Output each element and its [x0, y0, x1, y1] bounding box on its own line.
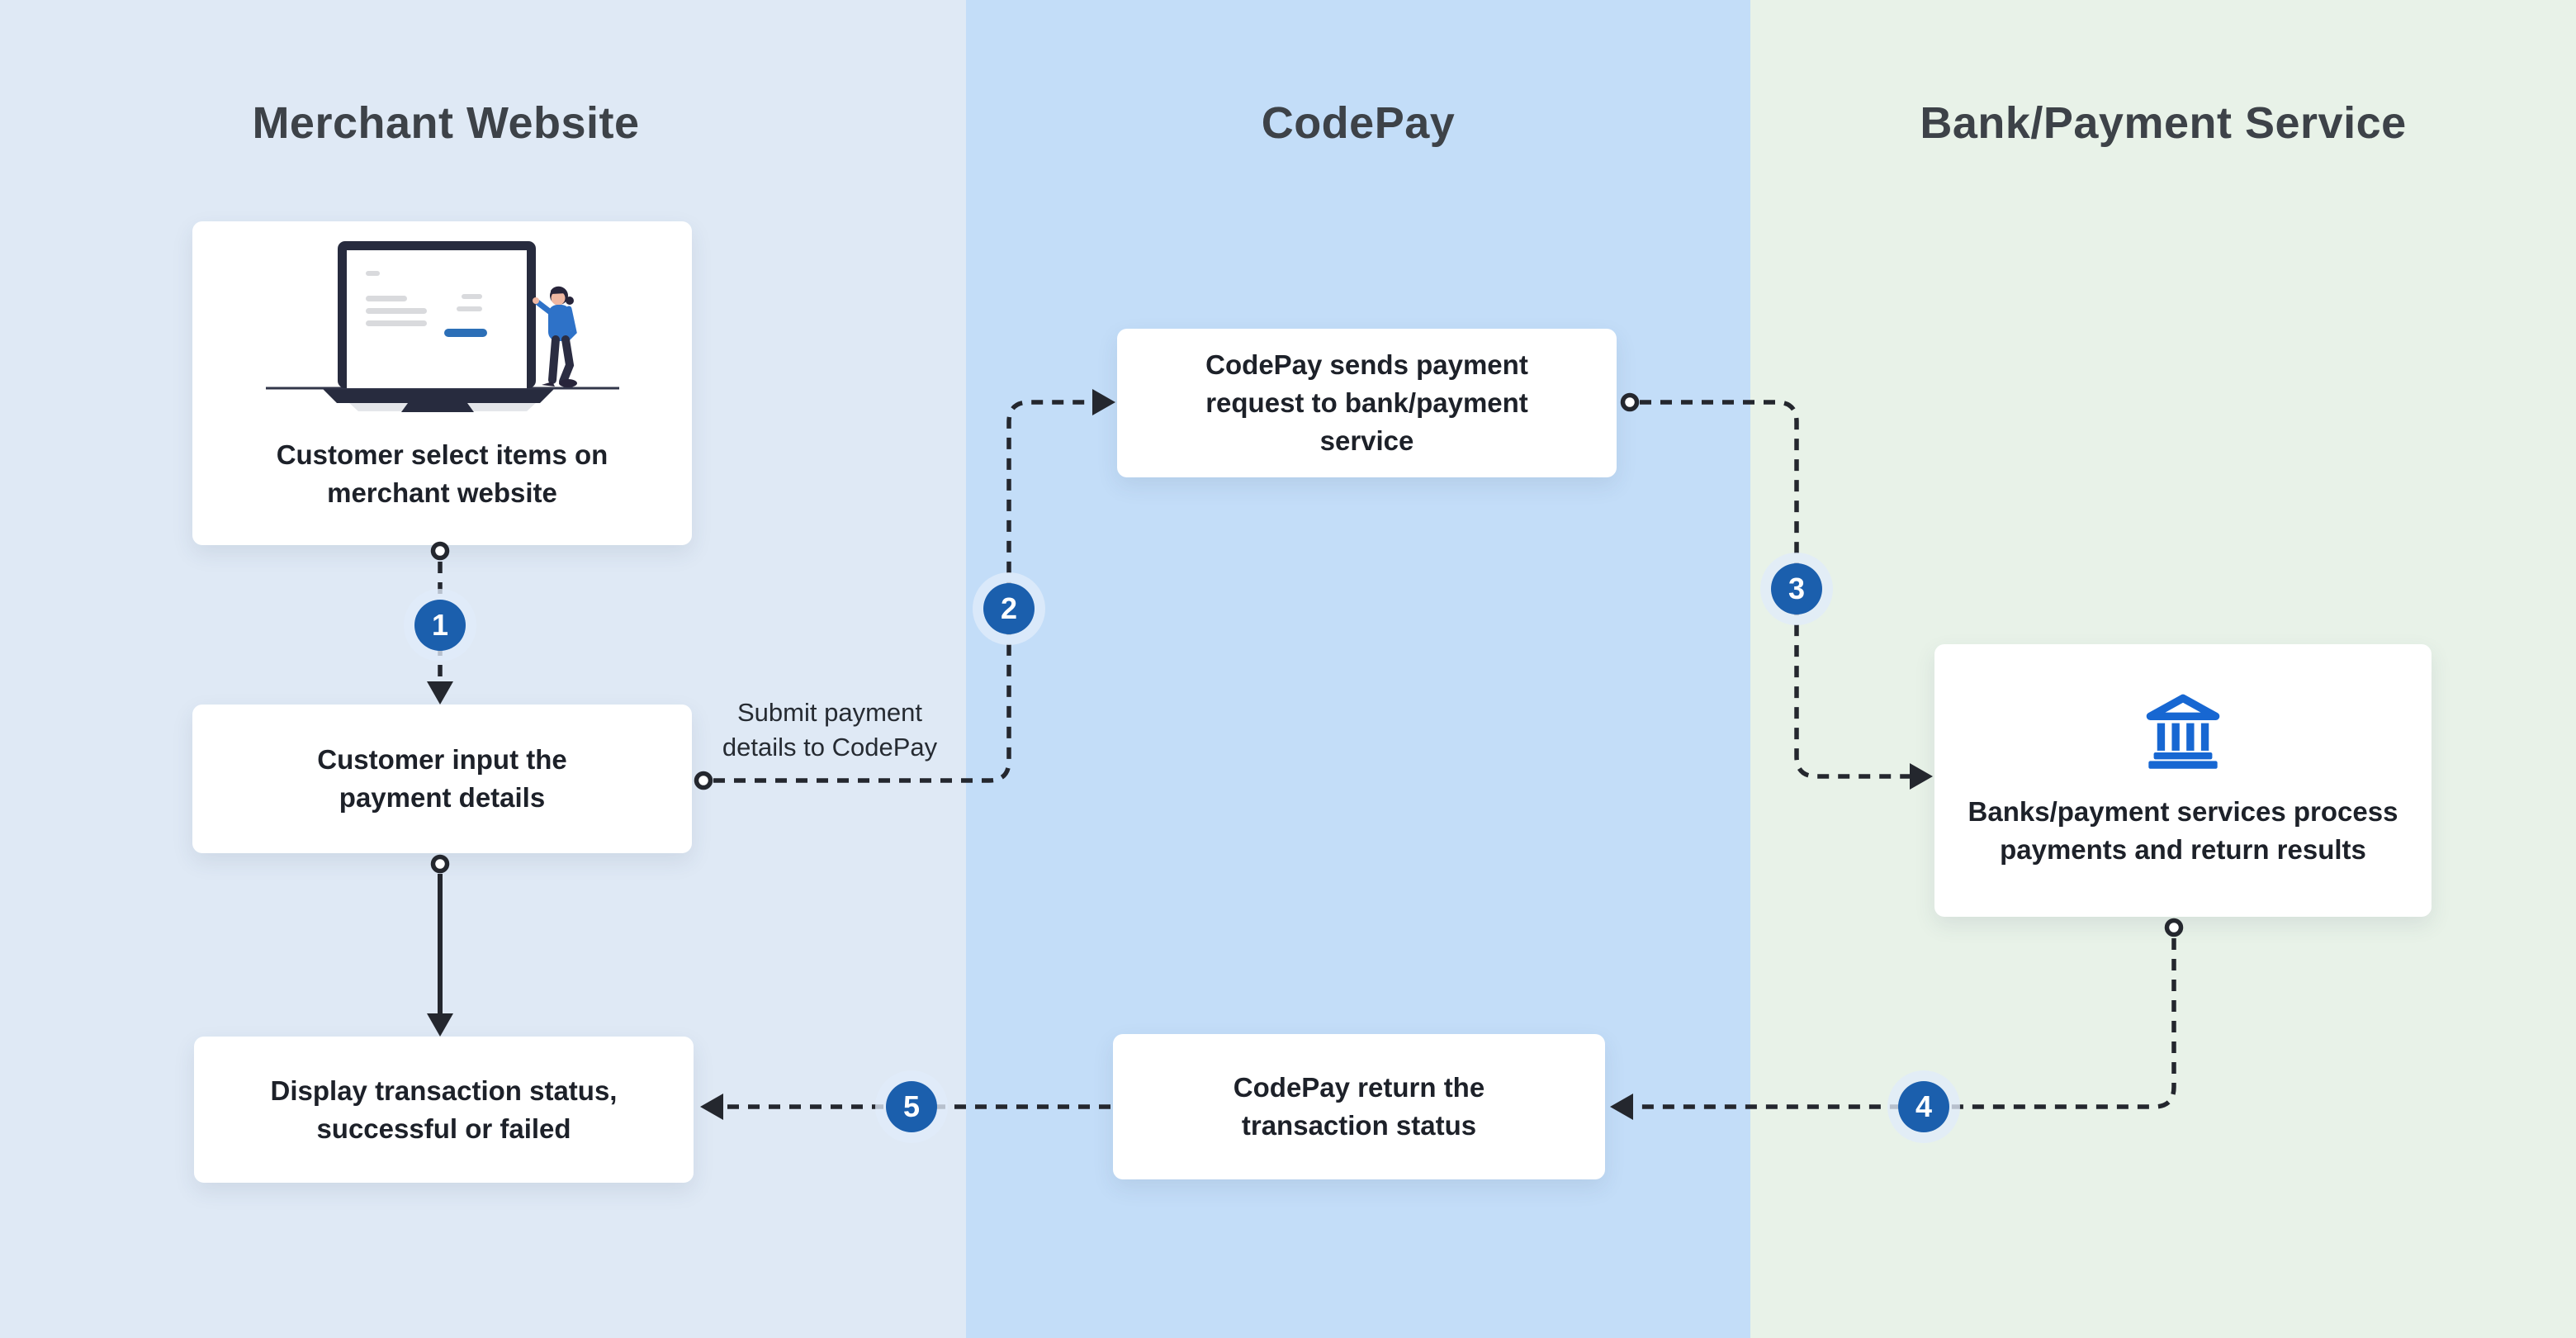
laptop-shopper-illustration	[265, 241, 619, 412]
lane-title-merchant-website: Merchant Website	[252, 98, 640, 148]
bank-icon	[2146, 694, 2220, 769]
step-badge-1: 1	[414, 600, 466, 651]
node-codepay-return-status: CodePay return the transaction status	[1113, 1034, 1605, 1179]
node-label: CodePay sends payment request to bank/pa…	[1205, 349, 1528, 456]
node-display-status: Display transaction status, successful o…	[194, 1037, 694, 1183]
step-badge-5: 5	[886, 1081, 937, 1132]
step-badge-2: 2	[983, 583, 1035, 634]
node-customer-input-details: Customer input the payment details	[192, 705, 692, 853]
edge-label-submit-payment: Submit payment details to CodePay	[722, 698, 938, 762]
lane-title-bank-payment-service: Bank/Payment Service	[1920, 98, 2407, 148]
node-customer-select-items: Customer select items on merchant websit…	[192, 221, 692, 545]
node-label: Banks/payment services process payments …	[1968, 796, 2398, 865]
step-badge-4: 4	[1898, 1081, 1949, 1132]
node-codepay-sends-request: CodePay sends payment request to bank/pa…	[1117, 329, 1617, 477]
node-bank-processes-payments: Banks/payment services process payments …	[1934, 644, 2432, 917]
node-label: CodePay return the transaction status	[1233, 1072, 1485, 1141]
node-label: Display transaction status, successful o…	[270, 1075, 618, 1144]
step-badge-3: 3	[1771, 563, 1822, 614]
lane-title-codepay: CodePay	[1261, 98, 1456, 148]
node-label: Customer input the payment details	[317, 744, 567, 813]
node-label: Customer select items on merchant websit…	[276, 439, 608, 508]
